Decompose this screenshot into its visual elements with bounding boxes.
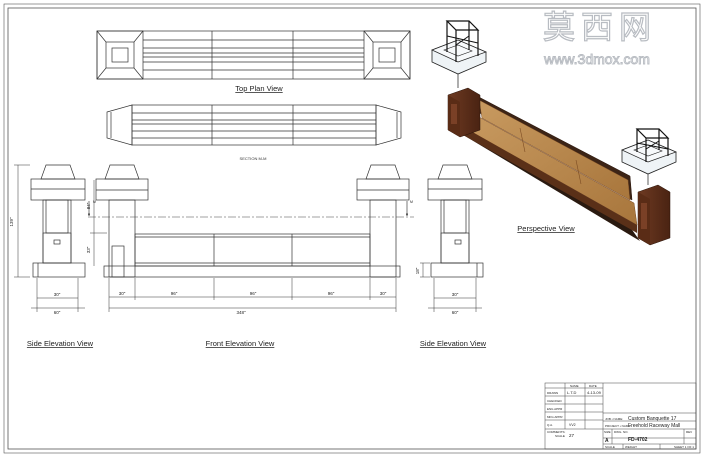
tb-footer-weight: WEIGHT (625, 445, 637, 449)
front-elevation-label: Front Elevation View (206, 339, 275, 348)
side-left-dims (14, 164, 85, 312)
tb-footer-scale: SCALE (605, 445, 615, 449)
tb-row-comments: COMMENTS: (547, 430, 565, 434)
side-right-dims (420, 262, 482, 312)
dim-front-30-right: 30" (380, 291, 387, 296)
dim-overall-height: 139" (9, 217, 14, 227)
dim-side-left-60: 60" (54, 310, 61, 315)
tb-qa-name: VV2 (569, 423, 576, 427)
front-elevation-view (95, 164, 410, 278)
dim-side-right-60: 60" (452, 310, 459, 315)
top-plan-view (96, 30, 411, 80)
dim-side-right-30: 30" (452, 292, 459, 297)
tb-scale-label: SCALE (555, 434, 565, 438)
tb-dwg-label: DWG. NO. (614, 430, 628, 434)
perspective-left-tower (431, 20, 487, 138)
dim-front-96-b: 96" (250, 291, 257, 296)
tb-drawn-name: L.T.D (567, 390, 576, 395)
watermark-chinese: 莫西网 (543, 9, 657, 45)
perspective-right-tower (621, 128, 677, 246)
watermark-url: www.3dmox.com (543, 51, 650, 67)
tb-row-checked: CHECKED (547, 399, 563, 403)
sheet-border (3, 3, 701, 454)
side-elevation-left-label: Side Elevation View (27, 339, 94, 348)
tb-job-label: JOB • NAME: (605, 417, 623, 421)
dim-front-96-c: 96" (328, 291, 335, 296)
tb-size-value: A (605, 438, 609, 444)
tb-col-date: DATE (589, 384, 597, 388)
dim-side-left-30: 30" (54, 292, 61, 297)
dim-side-right-18: 18" (415, 267, 420, 274)
top-plan-label: Top Plan View (235, 84, 283, 93)
tb-job-value: Custom Banquette 17 (628, 416, 677, 422)
dim-lower-height: 33" (86, 246, 91, 253)
tb-size-label: SIZE (604, 430, 611, 434)
section-label: SECTION M-M (240, 156, 267, 161)
tb-dwg-value: FD-4702 (628, 437, 648, 443)
title-block (544, 382, 697, 450)
dim-total-width: 348" (236, 310, 246, 315)
side-elevation-right-label: Side Elevation View (420, 339, 487, 348)
tb-col-name: NAME (570, 384, 579, 388)
tb-project-label: PROJECT • NAME: (605, 424, 631, 428)
section-view (106, 104, 402, 146)
tb-rev-label: REV (686, 430, 692, 434)
tb-drawn-date: 4-13-09 (587, 390, 602, 395)
front-horizontal-dims (108, 278, 397, 312)
cut-label-left: M (93, 200, 96, 204)
cut-label-right: M (410, 200, 413, 204)
dim-front-30-left: 30" (119, 291, 126, 296)
tb-row-eng-appr: ENG APPR (547, 407, 563, 411)
tb-project-value: Freehold Raceway Mall (628, 423, 680, 429)
title-block-text: NAME DATE DRAWN CHECKED ENG APPR MFG APP… (547, 384, 694, 449)
dim-mid-height: 84" (86, 202, 91, 209)
tb-row-qa: Q.A. (547, 423, 553, 427)
perspective-label: Perspective View (517, 224, 575, 233)
perspective-render (431, 20, 677, 246)
tb-scale-value: 27 (569, 433, 575, 438)
front-vertical-dims (90, 180, 107, 266)
side-elevation-left (30, 164, 86, 278)
tb-row-drawn: DRAWN (547, 391, 558, 395)
sheet-inner-border (7, 7, 697, 450)
side-elevation-right (427, 164, 484, 278)
dim-front-96-a: 96" (171, 291, 178, 296)
tb-row-mfg-appr: MFG APPR (547, 415, 563, 419)
tb-footer-sheet: SHEET 1 OF 1 (674, 445, 694, 449)
